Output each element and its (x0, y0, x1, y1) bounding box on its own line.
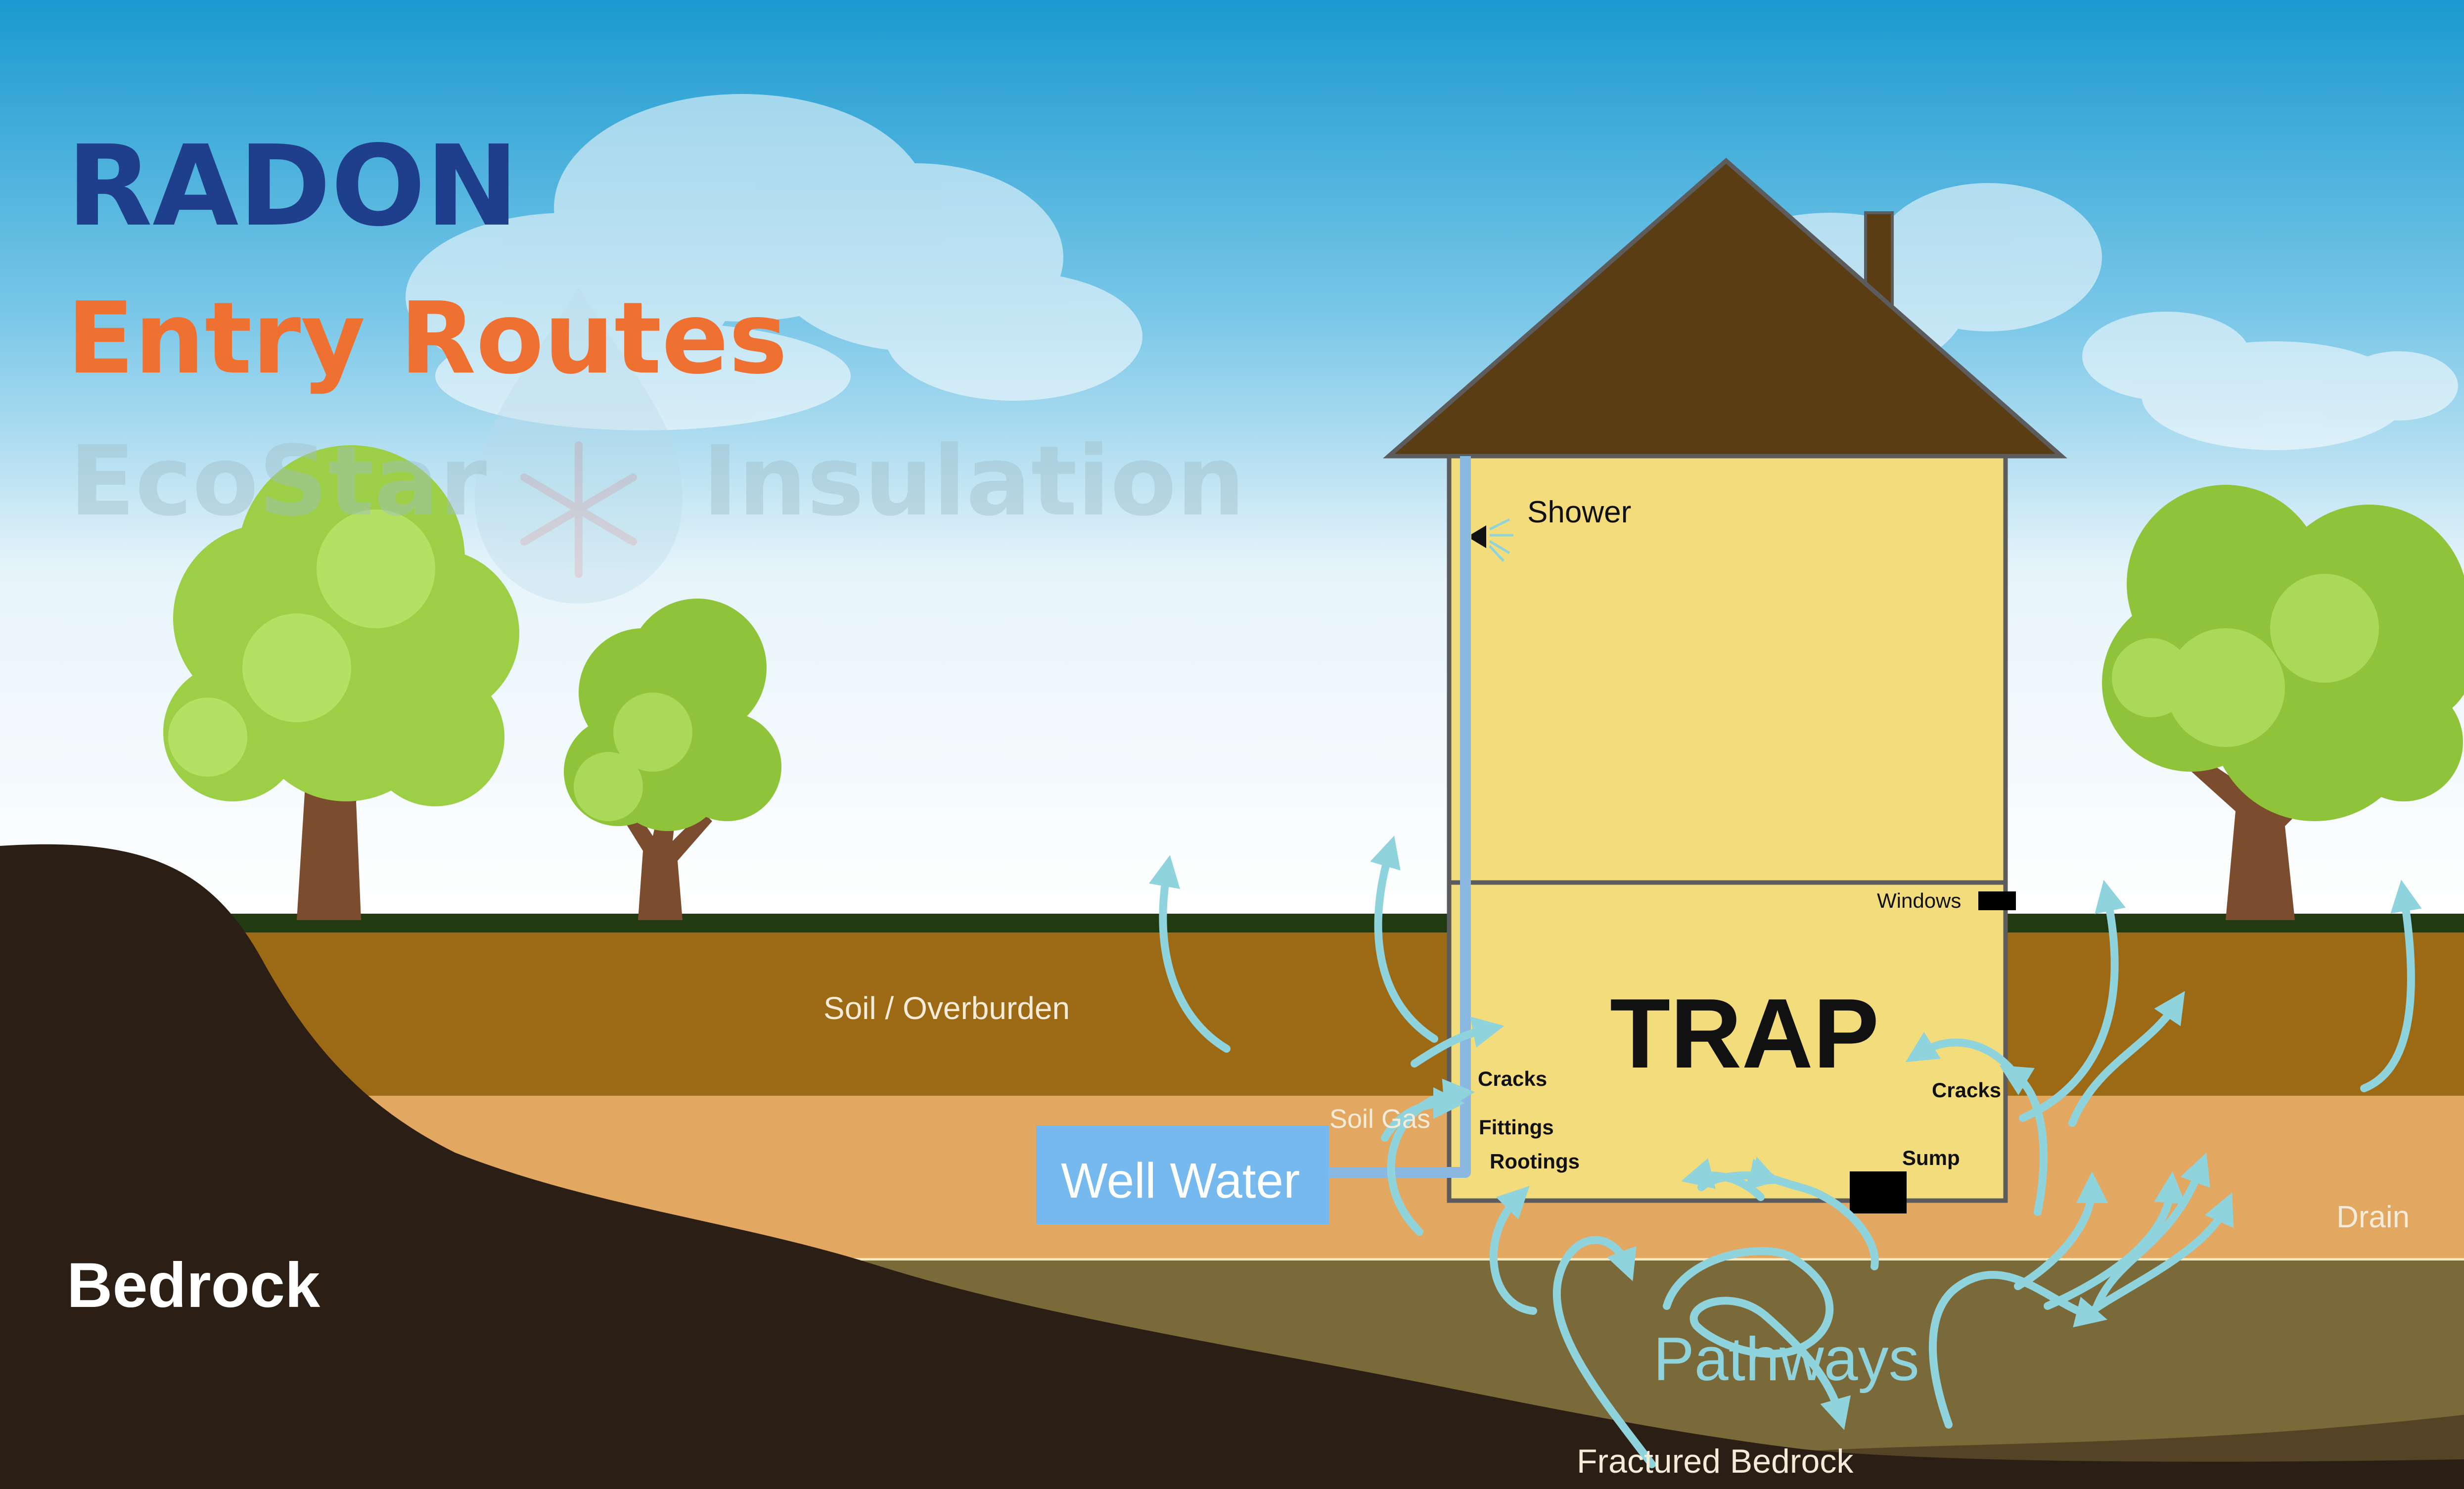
label-fractured-bedrock: Fractured Bedrock (1577, 1442, 1854, 1480)
snowflake-drop-logo-icon (475, 287, 683, 604)
house-upper-floor (1447, 454, 2008, 885)
roof (1383, 158, 2067, 459)
bedrock-hill (0, 844, 2464, 1489)
label-trap: TRAP (1610, 978, 1879, 1089)
house (1383, 158, 2067, 1213)
well-water-pipe (1329, 456, 1471, 1178)
tree-right (2102, 485, 2464, 920)
label-windows: Windows (1877, 889, 1962, 912)
shower-head-icon (1471, 518, 1513, 562)
tree-left-small (564, 599, 781, 920)
watermark-insulation: Insulation (702, 425, 1245, 537)
title-entry-routes: Entry Routes (67, 281, 788, 396)
label-rootings: Rootings (1490, 1150, 1580, 1173)
label-bedrock: Bedrock (67, 1250, 320, 1321)
tree-left-large (163, 445, 519, 920)
well-water-box: Well Water (1036, 1125, 1329, 1224)
label-drain: Drain (2336, 1200, 2410, 1234)
label-shower: Shower (1527, 495, 1632, 529)
label-cracks-left: Cracks (1478, 1067, 1548, 1090)
grass-strip (0, 914, 2464, 932)
label-sump: Sump (1902, 1146, 1960, 1169)
sump-pit (1850, 1171, 1907, 1213)
watermark-ecostar: EcoStar (69, 425, 487, 537)
label-soil-overburden: Soil / Overburden (823, 990, 1070, 1026)
label-pathways: Pathways (1653, 1325, 1919, 1394)
soil-overburden-layer (0, 932, 2464, 1098)
title-radon: RADON (67, 122, 519, 251)
label-fittings: Fittings (1479, 1116, 1554, 1139)
label-cracks-right: Cracks (1932, 1078, 2002, 1102)
radon-flow-arrows (1148, 836, 2422, 1468)
label-well-water: Well Water (1061, 1153, 1300, 1209)
label-soil-gas: Soil Gas (1329, 1104, 1431, 1134)
windows-vent (1978, 891, 2016, 910)
